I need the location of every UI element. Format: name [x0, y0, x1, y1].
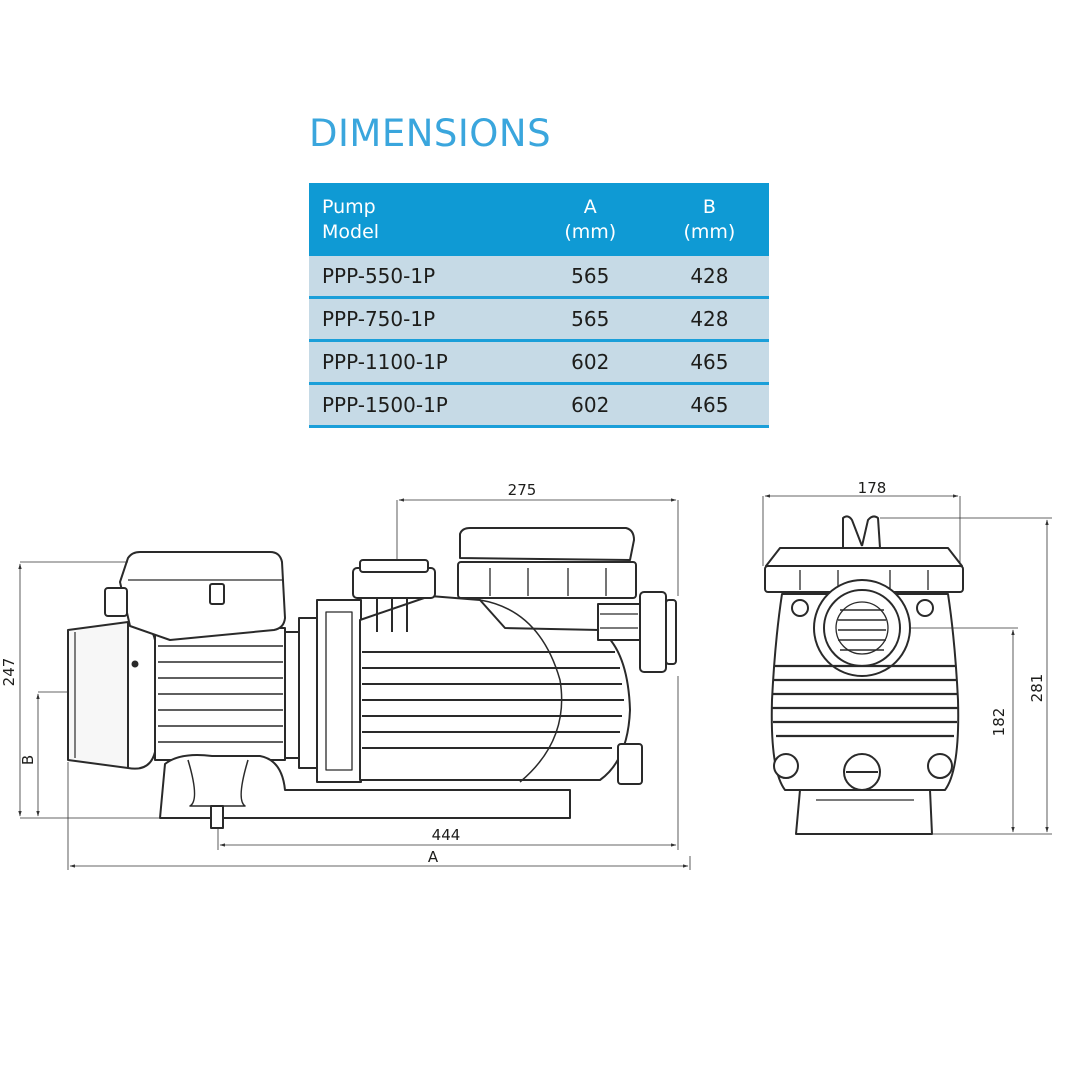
table-row: PPP-750-1P 565 428: [309, 297, 769, 342]
cell-a: 565: [530, 256, 650, 299]
front-view-pump: [764, 515, 964, 835]
dim-side-b: B: [19, 755, 37, 765]
header-b-mm: B (mm): [649, 183, 769, 256]
cell-b: 428: [649, 297, 769, 342]
cell-b: 428: [649, 256, 769, 299]
table-row: PPP-1500-1P 602 465: [309, 383, 769, 428]
cell-model: PPP-550-1P: [309, 256, 531, 299]
dimensions-table: Pump Model A (mm) B (mm) PPP-550-1P 565 …: [309, 183, 769, 428]
cell-a: 602: [530, 383, 650, 428]
header-a-mm: A (mm): [530, 183, 650, 256]
header-pump-model: Pump Model: [309, 183, 531, 256]
dim-front-inlet-height: 182: [990, 708, 1008, 737]
cell-a: 602: [530, 340, 650, 385]
page-title: DIMENSIONS: [309, 112, 552, 155]
dim-side-a: A: [428, 848, 439, 866]
dim-front-top-width: 178: [858, 479, 887, 497]
front-ribs: [772, 664, 958, 738]
cell-b: 465: [649, 383, 769, 428]
dim-side-top-width: 275: [508, 481, 537, 499]
side-view-dimensions: [18, 498, 691, 870]
cell-model: PPP-750-1P: [309, 297, 531, 342]
cell-b: 465: [649, 340, 769, 385]
dim-side-height: 247: [0, 658, 18, 687]
dim-side-base-length: 444: [432, 826, 461, 844]
table-row: PPP-550-1P 565 428: [309, 256, 769, 299]
cell-a: 565: [530, 297, 650, 342]
inlet-grille: [838, 609, 886, 651]
motor-fins: [158, 645, 283, 743]
pump-ribs: [362, 651, 624, 749]
side-view-pump: [67, 527, 677, 829]
cell-model: PPP-1500-1P: [309, 383, 531, 428]
front-view-dimensions: [762, 494, 1052, 835]
dim-front-height: 281: [1028, 674, 1046, 703]
table-header-row: Pump Model A (mm) B (mm): [309, 183, 769, 256]
table-row: PPP-1100-1P 602 465: [309, 340, 769, 385]
cell-model: PPP-1100-1P: [309, 340, 531, 385]
